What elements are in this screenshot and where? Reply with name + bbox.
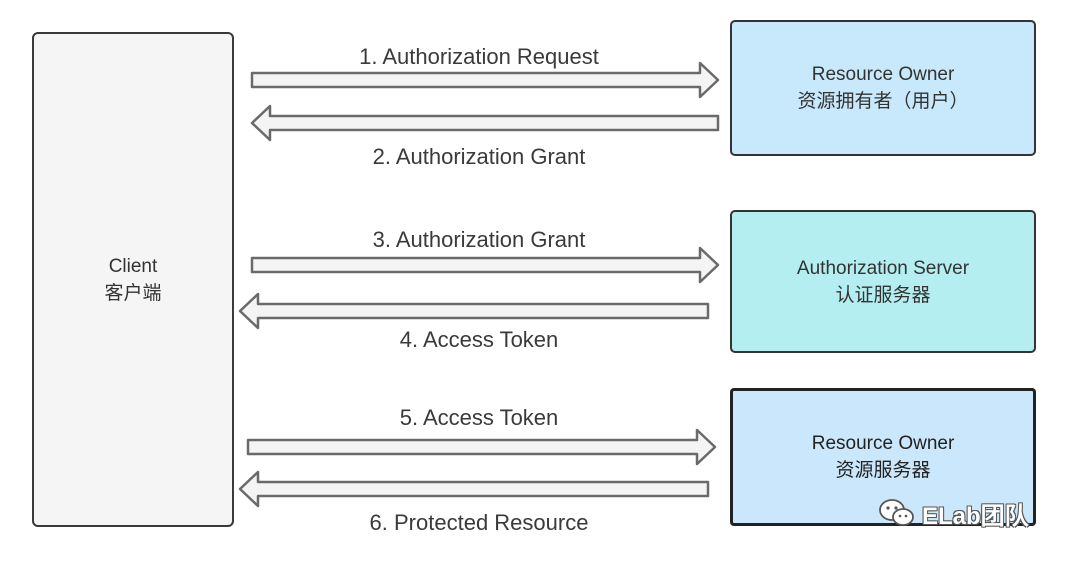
arrow-step-2 [250, 104, 720, 142]
step-4-label: 4. Access Token [399, 327, 559, 352]
resource-owner-label: Resource Owner [811, 64, 955, 85]
authorization-server-label-cn: 认证服务器 [835, 284, 931, 306]
client-box: Client 客户端 [32, 32, 234, 527]
client-label: Client [108, 255, 158, 277]
resource-owner-box: Resource Owner 资源拥有者（用户） [730, 20, 1036, 156]
step-2-label: 2. Authorization Grant [372, 144, 586, 169]
arrow-step-4 [238, 292, 710, 330]
wechat-icon [879, 499, 914, 526]
step-3-label: 3. Authorization Grant [372, 227, 586, 252]
arrow-step-5 [246, 428, 717, 466]
authorization-server-label: Authorization Server [796, 257, 970, 279]
arrow-step-3 [250, 246, 720, 284]
resource-server-label-cn: 资源服务器 [835, 460, 931, 481]
watermark-text: ELab团队 [922, 502, 1029, 530]
step-6-label: 6. Protected Resource [369, 510, 589, 535]
watermark: ELab团队 [878, 497, 1029, 530]
resource-server-label: Resource Owner [811, 433, 955, 454]
step-5-label: 5. Access Token [399, 405, 559, 430]
authorization-server-box: Authorization Server 认证服务器 [730, 210, 1036, 353]
step-1-label: 1. Authorization Request [359, 44, 599, 69]
client-label-cn: 客户端 [104, 282, 162, 304]
resource-owner-label-cn: 资源拥有者（用户） [797, 91, 969, 112]
arrow-step-6 [238, 470, 710, 508]
